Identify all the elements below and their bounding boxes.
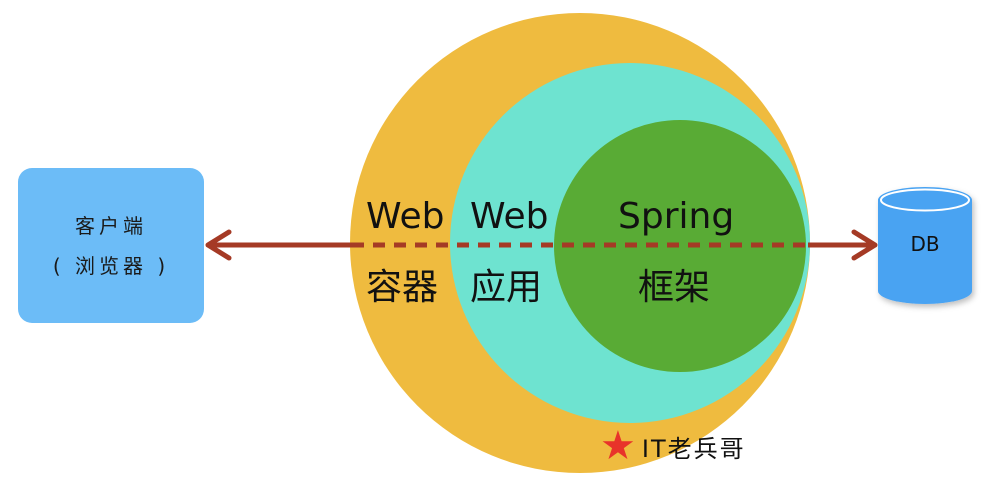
author-watermark: ★ IT老兵哥 — [600, 426, 746, 466]
client-label: 客户端 — [75, 213, 147, 238]
database-label: DB — [910, 232, 940, 256]
right-arrow-head — [851, 229, 878, 261]
spring-framework-label-line2: 框架 — [638, 267, 711, 308]
web-application-label-line2: 应用 — [470, 267, 543, 308]
spring-framework-label-line1: Spring — [618, 196, 735, 237]
left-arrow-head — [205, 229, 232, 261]
web-container-label-line2: 容器 — [366, 267, 439, 308]
database-cylinder — [878, 187, 972, 304]
spring-framework-circle — [554, 120, 806, 372]
client-browser-box: 客户端 ( 浏览器 ) — [18, 168, 204, 323]
star-icon: ★ — [600, 423, 636, 469]
watermark-text: IT老兵哥 — [641, 434, 746, 463]
client-sublabel: ( 浏览器 ) — [52, 253, 170, 278]
web-container-label-line1: Web — [366, 196, 445, 237]
web-application-label-line1: Web — [470, 196, 549, 237]
